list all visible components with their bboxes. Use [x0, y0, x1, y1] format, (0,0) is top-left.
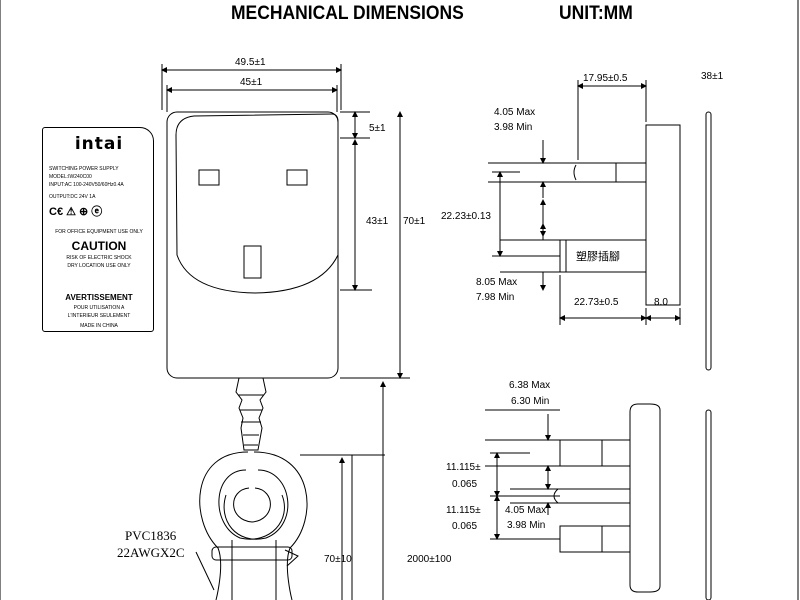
strain-relief-dim: 70±10: [324, 554, 352, 565]
cable-type-2: 22AWGX2C: [117, 545, 185, 560]
insulation-label: 塑膠插腳: [576, 250, 620, 263]
pin-max-dim: 4.05 Max: [494, 107, 536, 118]
page-title: MECHANICAL DIMENSIONS: [231, 3, 464, 24]
ground-min-dim: 7.98 Min: [476, 292, 515, 303]
height-inner-dim: 43±1: [366, 216, 389, 227]
label-line: INPUT:AC 100-240V50/60Hz0.4A: [49, 182, 124, 188]
width-inner-dim: 45±1: [240, 77, 263, 88]
width-outer-dim: 49.5±1: [235, 57, 266, 68]
spacing-1-dim: 11.115±: [446, 462, 481, 473]
base-dim: 8.0: [654, 297, 668, 308]
small-pin-min-dim: 3.98 Min: [507, 520, 546, 531]
bottom-pin-min-dim: 6.30 Min: [511, 396, 550, 407]
pin-min-dim: 3.98 Min: [494, 122, 533, 133]
spacing-2-dim: 11.115±: [446, 505, 481, 516]
pour-text: POUR UTILISATION A: [73, 305, 125, 311]
adapter-side-view: [559, 124, 681, 306]
ce-mark-icon: C€ ⚠ ⊕ ⓔ: [49, 206, 103, 218]
bottom-pin-max-dim: 6.38 Max: [509, 380, 551, 391]
office-use-text: FOR OFFICE EQUIPMENT USE ONLY: [55, 229, 143, 235]
interieur-text: L'INTERIEUR SEULEMENT: [67, 313, 131, 319]
coiled-cable: [195, 451, 308, 600]
made-in-text: MADE IN CHINA: [80, 323, 118, 329]
unit-label: UNIT:MM: [559, 3, 633, 24]
dry-location-text: DRY LOCATION USE ONLY: [67, 263, 131, 269]
spacing-2-tol: 0.065: [452, 521, 478, 532]
cable-length-dim: 2000±100: [407, 554, 452, 565]
adapter-bottom-view: [550, 403, 661, 593]
pin-spacing-dim: 22.23±0.13: [441, 211, 491, 222]
label-line: OUTPUT:DC 24V 1A: [49, 194, 96, 200]
label-line: MODEL:IW240C00: [49, 174, 92, 180]
spacing-1-tol: 0.065: [452, 479, 478, 490]
top-offset-dim: 5±1: [369, 123, 386, 134]
label-line: SWITCHING POWER SUPPLY: [49, 166, 119, 172]
ground-max-dim: 8.05 Max: [476, 277, 518, 288]
pin-length-dim: 22.73±0.5: [574, 297, 619, 308]
avertissement-heading: AVERTISSEMENT: [65, 293, 133, 302]
brand-logo: intai: [74, 134, 124, 154]
product-label: intai SWITCHING POWER SUPPLY MODEL:IW240…: [42, 127, 154, 332]
thickness-dim: 38±1: [701, 71, 724, 82]
cable-type-1: PVC1836: [125, 528, 177, 543]
adapter-front-body: [166, 111, 339, 379]
caution-heading: CAUTION: [71, 239, 127, 253]
cable-strain-relief: [235, 377, 385, 600]
small-pin-max-dim: 4.05 Max: [505, 505, 547, 516]
depth-dim: 17.95±0.5: [583, 73, 628, 84]
risk-text: RISK OF ELECTRIC SHOCK: [66, 255, 132, 261]
height-outer-dim: 70±1: [403, 216, 426, 227]
